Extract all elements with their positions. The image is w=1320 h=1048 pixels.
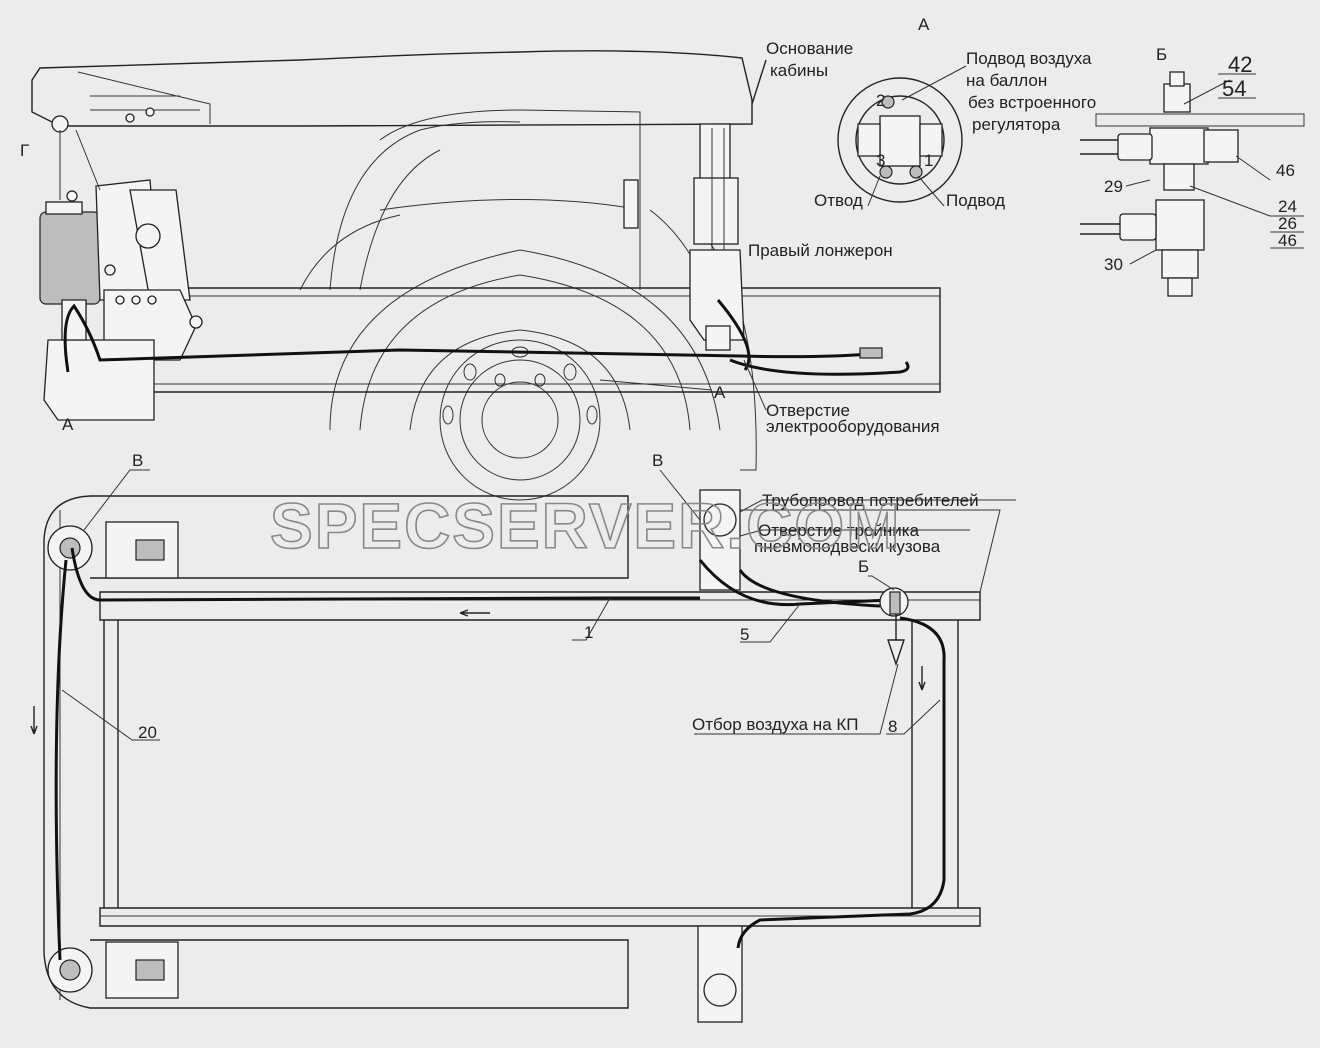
label-right-member: Правый лонжерон	[748, 241, 893, 260]
callout-46b: 46	[1278, 231, 1297, 250]
view-b-detail	[1080, 71, 1305, 297]
label-air-supply-3: без встроенного	[968, 93, 1096, 112]
view-g-marker: Г	[20, 141, 29, 160]
callout-1-view-a: 1	[924, 151, 933, 170]
label-hole-1: Отверстие	[766, 401, 850, 420]
label-air-supply-1: Подвод воздуха	[966, 49, 1092, 68]
view-a-detail	[837, 65, 967, 207]
callout-29: 29	[1104, 177, 1123, 196]
section-a-marker-1: А	[62, 415, 74, 434]
label-cab-base-1: Основание	[766, 39, 853, 58]
view-v-marker-2: В	[652, 451, 663, 470]
label-cab-base-2: кабины	[770, 61, 828, 80]
callout-42: 42	[1228, 52, 1252, 77]
view-a-title: А	[918, 15, 930, 34]
label-tee-hole-1: Отверстие тройника	[758, 521, 920, 540]
label-outlet: Отвод	[814, 191, 863, 210]
section-a-marker-2: А	[714, 383, 726, 402]
callout-5: 5	[740, 625, 749, 644]
watermark: SPECSERVER.COM	[270, 490, 901, 562]
callout-26: 26	[1278, 214, 1297, 233]
callout-54: 54	[1222, 76, 1246, 101]
callout-1: 1	[584, 623, 593, 642]
label-air-supply-4: регулятора	[972, 115, 1061, 134]
callout-24: 24	[1278, 197, 1297, 216]
label-hole-2: электрооборудования	[766, 417, 940, 436]
side-view	[31, 50, 941, 501]
label-air-take: Отбор воздуха на КП	[692, 715, 859, 734]
callout-46a: 46	[1276, 161, 1295, 180]
label-air-supply-2: на баллон	[966, 71, 1047, 90]
plan-view	[30, 359, 1016, 1023]
plan-b-marker: Б	[858, 557, 869, 576]
label-inlet: Подвод	[946, 191, 1005, 210]
label-consumer-pipe: Трубопровод потребителей	[762, 491, 979, 510]
callout-8: 8	[888, 717, 897, 736]
view-v-marker-1: В	[132, 451, 143, 470]
callout-2: 2	[876, 91, 885, 110]
label-tee-hole-2: пневмоподвески кузова	[754, 537, 941, 556]
view-b-title: Б	[1156, 45, 1167, 64]
callout-3: 3	[876, 151, 885, 170]
callout-20: 20	[138, 723, 157, 742]
callout-30: 30	[1104, 255, 1123, 274]
